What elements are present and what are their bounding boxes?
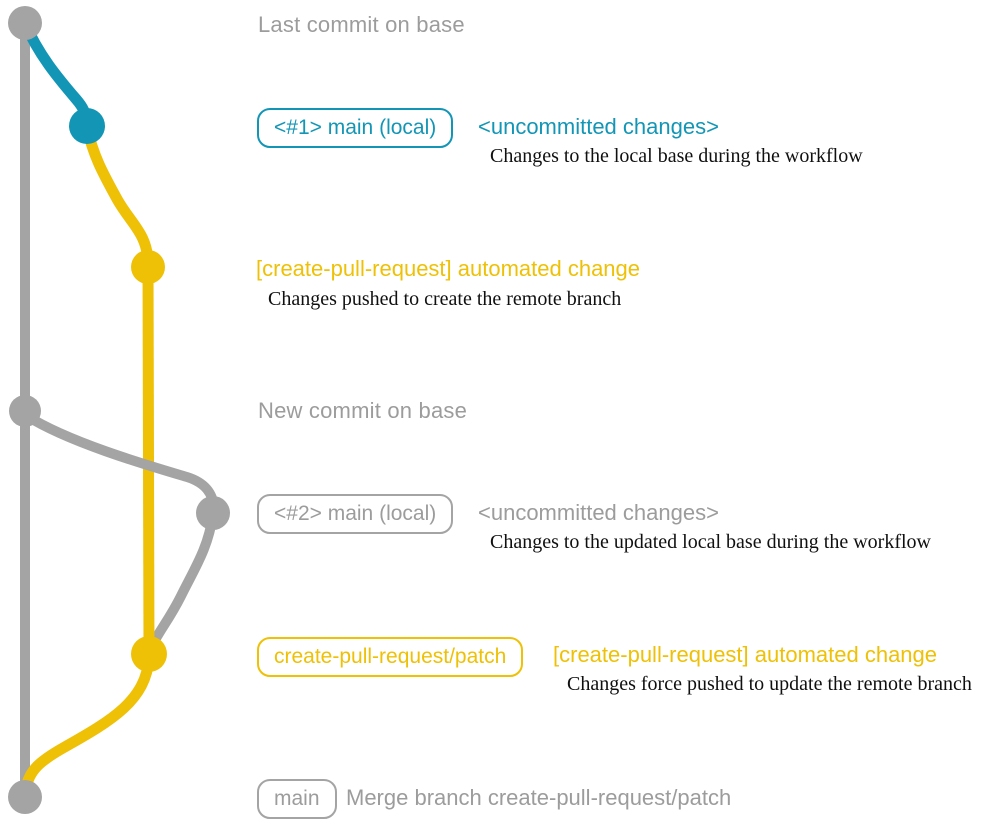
base-update-curve (22, 411, 219, 513)
branch-badge-main-local-1: <#1> main (local) (257, 108, 454, 148)
step1-note: Changes to the local base during the wor… (490, 145, 863, 167)
step3-title: <uncommitted changes> (478, 500, 719, 525)
patch-merge-curve (20, 652, 155, 796)
step2-title: [create-pull-request] automated change (256, 256, 641, 281)
branch-badge-patch: create-pull-request/patch (257, 637, 524, 677)
local-main-curve (19, 17, 93, 130)
step2-note: Changes pushed to create the remote bran… (268, 288, 622, 310)
last-commit-label: Last commit on base (258, 12, 465, 37)
commit-node-last-base (8, 6, 42, 40)
commit-node-patch-1 (131, 250, 165, 284)
patch-branch-curve-top (81, 122, 154, 270)
rebase-curve-to-patch (147, 510, 218, 651)
step5-title: Merge branch create-pull-request/patch (346, 785, 732, 810)
git-graph (8, 6, 230, 814)
step3-note: Changes to the updated local base during… (490, 531, 931, 553)
new-commit-label: New commit on base (258, 398, 468, 423)
commit-node-merge (8, 780, 42, 814)
step4-note: Changes force pushed to update the remot… (567, 673, 972, 695)
branch-badge-main: main (257, 779, 337, 819)
commit-node-local-main-2 (196, 496, 230, 530)
step1-title: <uncommitted changes> (478, 114, 719, 139)
commit-node-patch-2 (131, 636, 167, 672)
commit-node-local-main-1 (69, 108, 105, 144)
branch-badge-main-local-2: <#2> main (local) (257, 494, 454, 534)
commit-node-new-base (9, 395, 41, 427)
step4-title: [create-pull-request] automated change (553, 642, 938, 667)
